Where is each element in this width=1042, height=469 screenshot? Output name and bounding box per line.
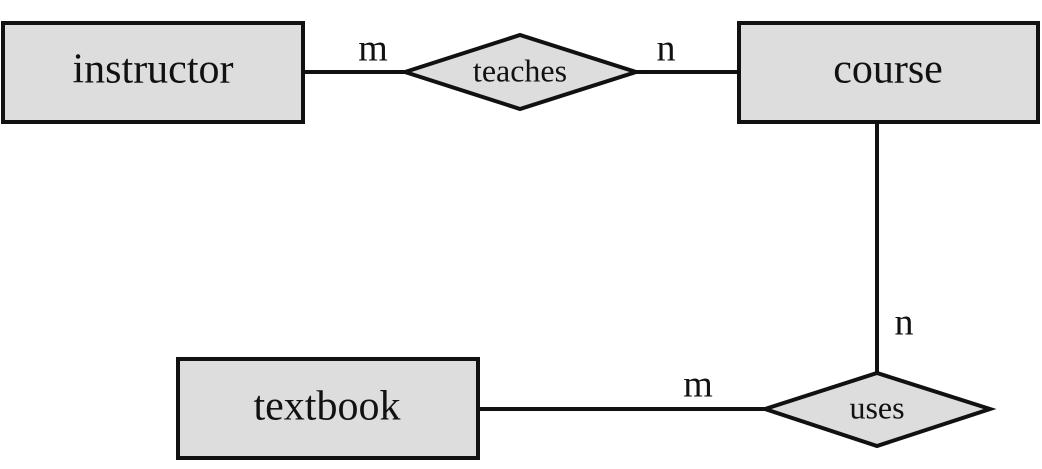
entity-textbook-box	[176, 357, 480, 460]
relationship-teaches[interactable]: teaches	[398, 32, 643, 112]
cardinality-uses-textbook: m	[683, 364, 713, 406]
entity-instructor-label: instructor	[73, 47, 234, 93]
entity-course-box	[737, 21, 1040, 124]
cardinality-teaches-course: n	[657, 28, 676, 70]
entity-course-label: course	[833, 47, 943, 93]
relationship-uses[interactable]: uses	[758, 370, 997, 449]
entity-instructor-box	[1, 21, 305, 124]
cardinality-uses-course: n	[895, 302, 914, 344]
entity-instructor[interactable]: instructor	[1, 21, 305, 124]
relationship-uses-diamond	[758, 370, 997, 449]
entity-textbook-label: textbook	[254, 384, 401, 430]
relationship-teaches-diamond	[398, 32, 643, 112]
relationship-uses-label: uses	[849, 389, 904, 425]
entity-textbook[interactable]: textbook	[176, 357, 480, 460]
entity-course[interactable]: course	[737, 21, 1040, 124]
cardinality-teaches-instructor: m	[358, 28, 388, 70]
relationship-teaches-label: teaches	[473, 52, 567, 88]
